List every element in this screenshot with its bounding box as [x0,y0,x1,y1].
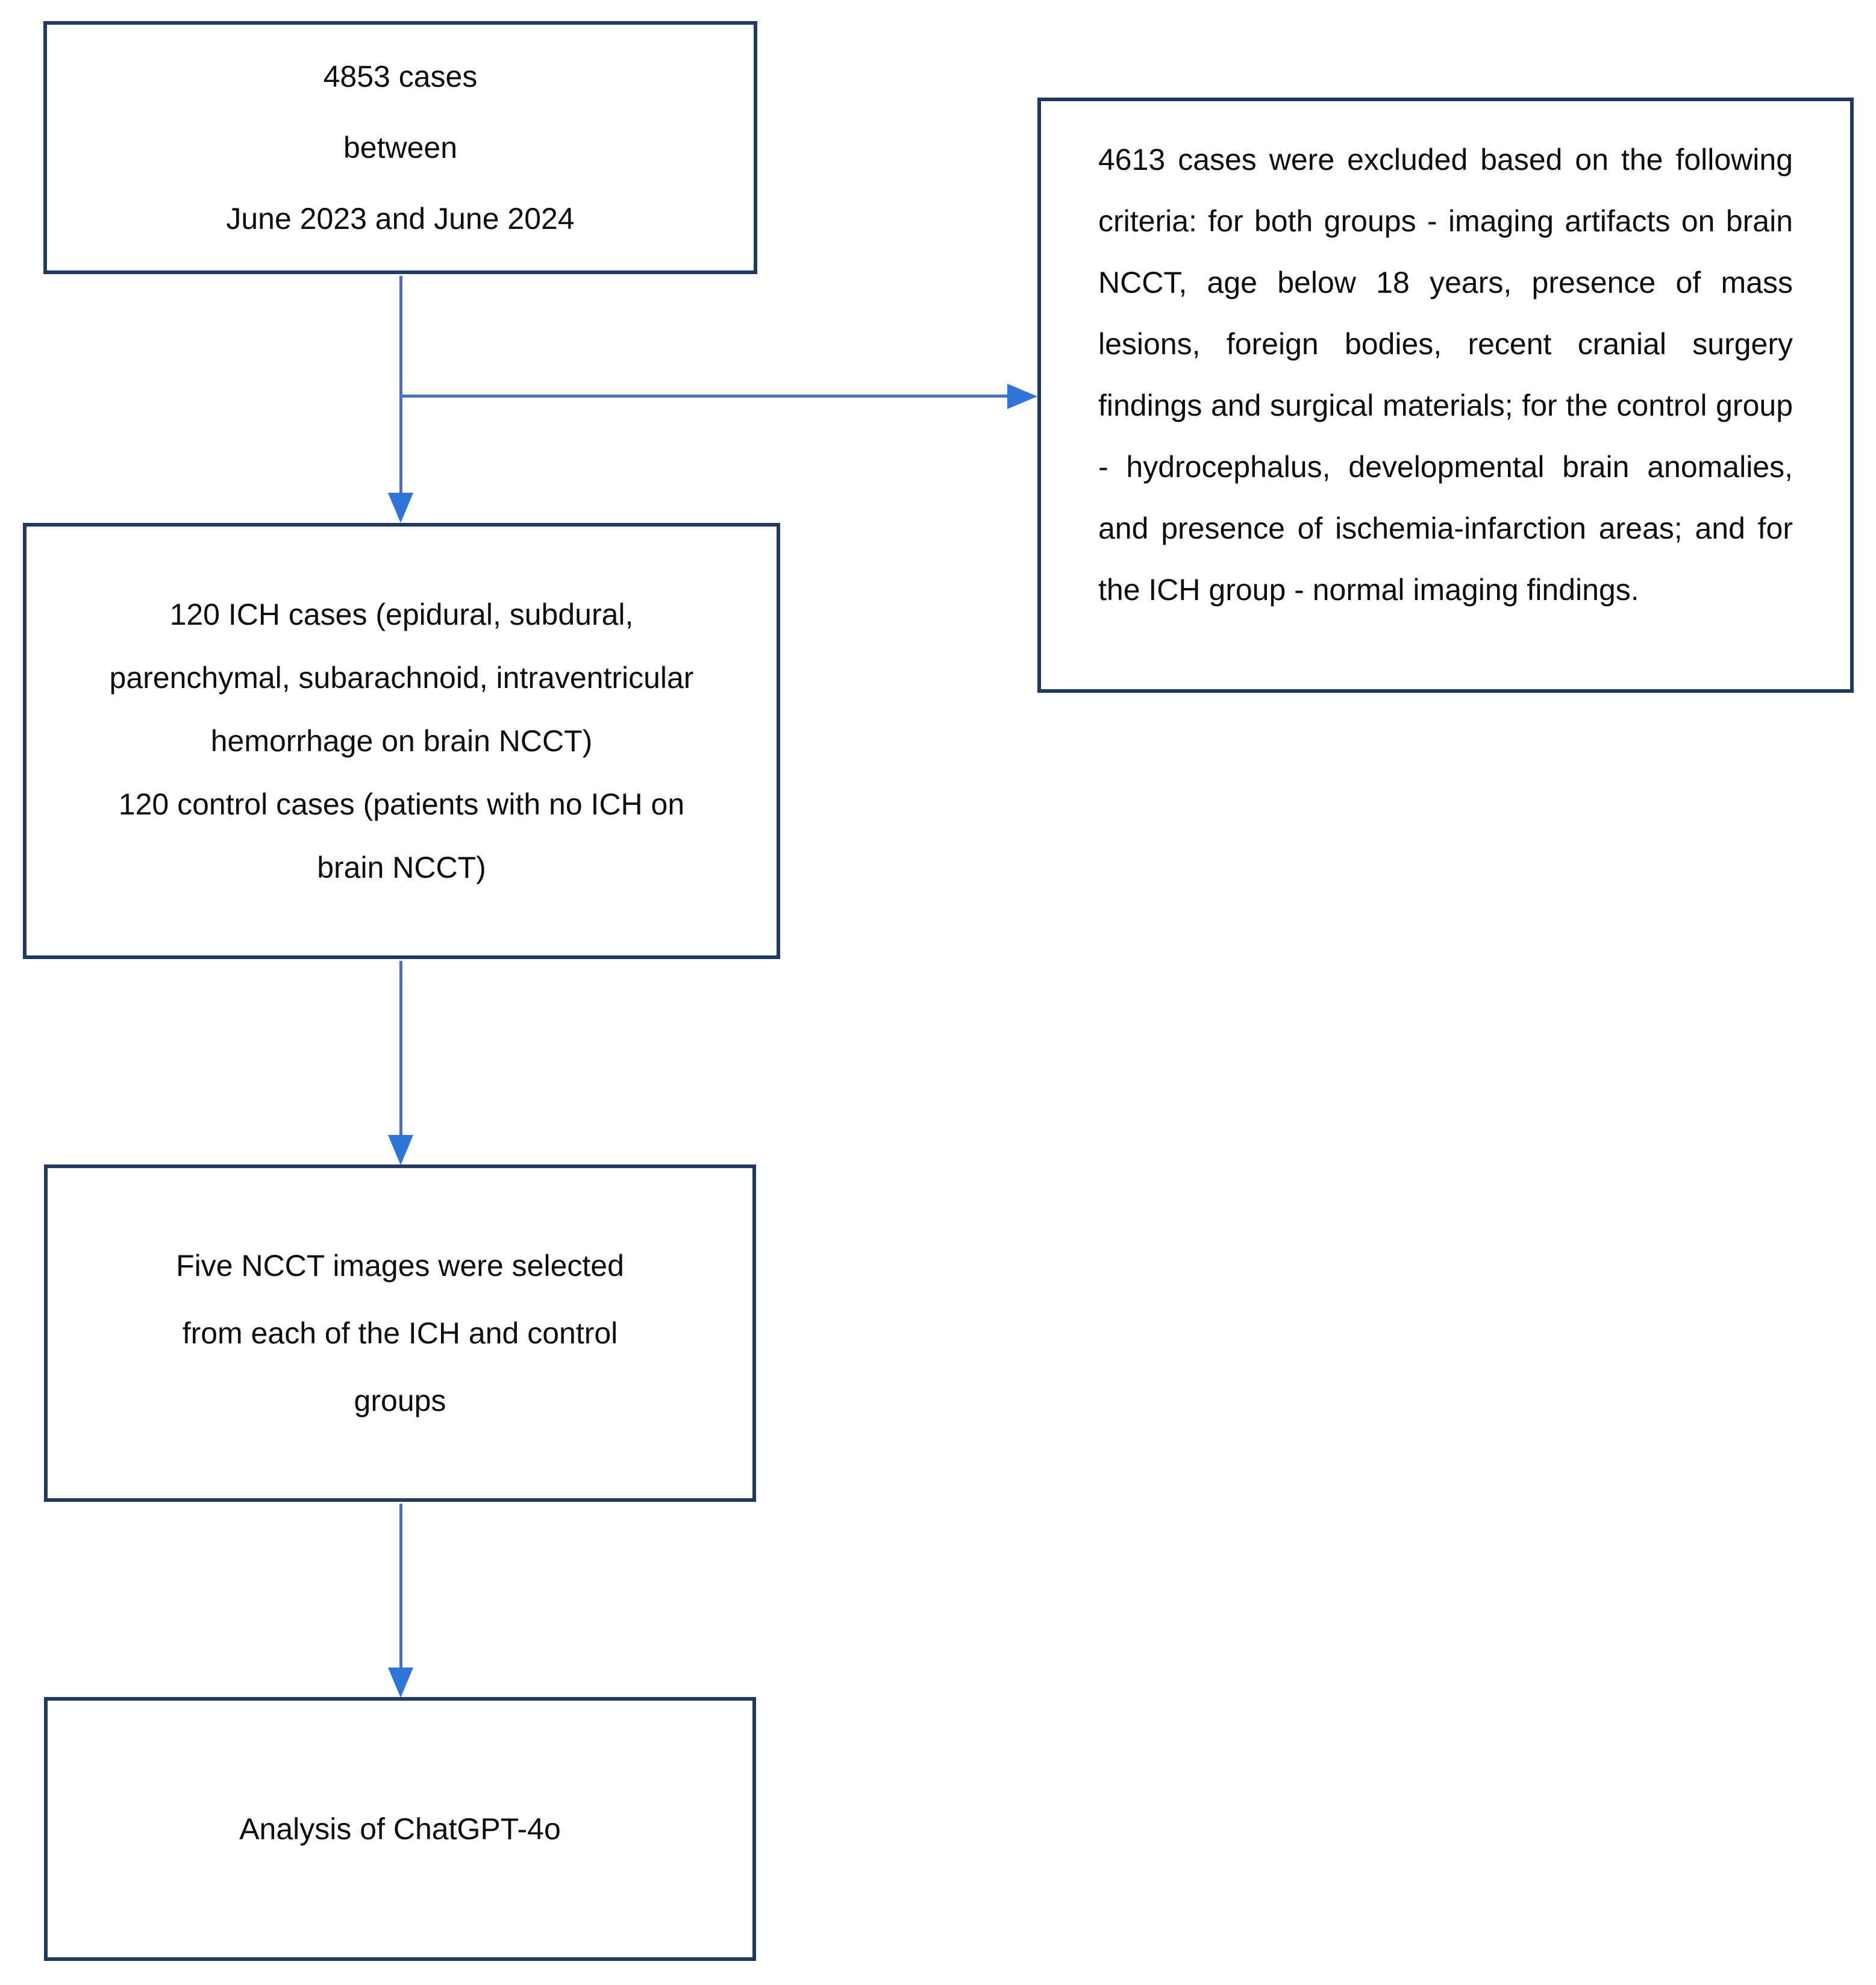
selection-text: Five NCCT images were selected from each… [176,1249,624,1418]
analysis-box: Analysis of ChatGPT-4o [44,1697,756,1961]
cohort-box: 120 ICH cases (epidural, subdural, paren… [23,523,780,959]
start-box-line-2: between [343,131,458,164]
arrow-start-to-cohort-head-icon [388,493,413,523]
arrow-start-to-cohort-line [399,276,402,494]
arrow-cohort-to-selection-head-icon [388,1135,413,1165]
arrow-cohort-to-selection-line [399,961,402,1137]
cohort-control-cases-text: 120 control cases (patients with no ICH … [118,787,685,884]
start-box-line-3: June 2023 and June 2024 [226,202,575,236]
arrow-selection-to-analysis-line [399,1504,402,1670]
cohort-ich-cases-text: 120 ICH cases (epidural, subdural, paren… [109,597,694,758]
arrow-branch-to-exclusion-line [399,395,1008,398]
start-box-line-1: 4853 cases [323,60,478,93]
exclusion-text: 4613 cases were excluded based on the fo… [1098,143,1793,607]
start-box: 4853 cases between June 2023 and June 20… [43,21,757,274]
selection-box: Five NCCT images were selected from each… [44,1164,756,1502]
exclusion-box: 4613 cases were excluded based on the fo… [1037,98,1854,693]
arrow-selection-to-analysis-head-icon [388,1668,413,1698]
arrow-branch-to-exclusion-head-icon [1007,384,1037,409]
analysis-text: Analysis of ChatGPT-4o [239,1812,561,1846]
